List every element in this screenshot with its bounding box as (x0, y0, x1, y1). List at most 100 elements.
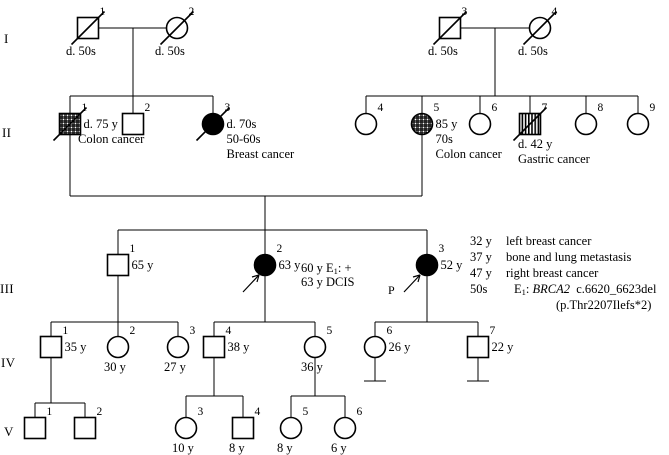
symbol-body (415, 253, 439, 277)
individual-number-i-3: 3 (461, 5, 468, 18)
symbol-body (121, 112, 145, 136)
symbol-body (466, 335, 490, 359)
individual-number-ii-6: 6 (491, 101, 498, 114)
legend-age-2: 47 y (470, 266, 492, 280)
individual-number-v-2: 2 (96, 405, 103, 418)
note-ii-3-1: 50-60s (226, 132, 261, 146)
pedigree-symbol-ii-4[interactable] (354, 112, 378, 136)
note-iii-1-0: 65 y (131, 258, 154, 272)
individual-number-v-4: 4 (254, 405, 261, 418)
symbol-body (333, 416, 357, 440)
pedigree-symbol-iii-1[interactable] (106, 253, 130, 277)
deceased-slash (159, 10, 195, 46)
individual-number-v-1: 1 (46, 405, 53, 418)
pedigree-symbol-v-2[interactable] (73, 416, 97, 440)
pedigree-symbols (23, 10, 650, 440)
pedigree-symbol-v-3[interactable] (174, 416, 198, 440)
pedigree-symbol-ii-5[interactable] (410, 112, 434, 136)
annotation-iii2-line1: 60 y E1: + (301, 261, 352, 277)
proband-marker-p: P (388, 283, 395, 297)
symbol-body (410, 112, 434, 136)
note-ii-7-0: d. 42 y (518, 136, 553, 151)
pedigree-symbol-ii-8[interactable] (574, 112, 598, 136)
deceased-slash (512, 106, 548, 142)
symbol-body (73, 416, 97, 440)
pedigree-symbol-i-3[interactable] (432, 10, 468, 46)
pedigree-symbol-ii-2[interactable] (121, 112, 145, 136)
symbol-body (23, 416, 47, 440)
pedigree-symbol-ii-9[interactable] (626, 112, 650, 136)
symbol-body (106, 253, 130, 277)
note-i-3-0: d. 50s (428, 43, 458, 58)
pedigree-symbol-ii-7[interactable] (512, 106, 548, 142)
individual-number-iv-7: 7 (489, 324, 496, 337)
note-ii-3-0: d. 70s (226, 117, 257, 131)
pedigree-symbol-v-1[interactable] (23, 416, 47, 440)
individual-number-iii-1: 1 (129, 242, 136, 255)
individual-number-iv-4: 4 (225, 324, 232, 337)
legend-event-1: bone and lung metastasis (506, 250, 632, 264)
pedigree-symbol-iii-3[interactable] (415, 253, 439, 277)
note-ii-5-0: 85 y (435, 117, 458, 131)
pedigree-symbol-v-6[interactable] (333, 416, 357, 440)
pedigree-symbol-iv-3[interactable] (166, 335, 190, 359)
note-ii-5-1: 70s (435, 132, 453, 146)
pedigree-symbol-v-5[interactable] (279, 416, 303, 440)
pedigree-symbol-ii-6[interactable] (468, 112, 492, 136)
pedigree-symbol-v-4[interactable] (231, 416, 255, 440)
note-ii-1-0: d. 75 y (83, 117, 118, 131)
individual-number-i-1: 1 (99, 5, 106, 18)
individual-number-ii-1: 1 (81, 101, 88, 114)
pedigree-symbol-ii-3[interactable] (195, 106, 231, 142)
deceased-slash (52, 106, 88, 142)
note-ii-1-1: Colon cancer (78, 132, 145, 146)
note-iv-1-0: 35 y (64, 340, 87, 354)
note-i-4-0: d. 50s (518, 43, 548, 58)
pedigree-symbol-i-4[interactable] (522, 10, 558, 46)
individual-number-ii-3: 3 (224, 101, 231, 114)
note-ii-3-2: Breast cancer (226, 147, 295, 161)
pedigree-symbol-iv-4[interactable] (202, 335, 226, 359)
symbol-body (39, 335, 63, 359)
note-iv-2-0: 30 y (104, 359, 126, 374)
deceased-slash (70, 10, 106, 46)
symbol-body (626, 112, 650, 136)
note-iv-5-0: 36 y (301, 359, 323, 374)
symbol-body (174, 416, 198, 440)
pedigree-symbol-i-1[interactable] (70, 10, 106, 46)
individual-number-iv-6: 6 (386, 324, 393, 337)
symbol-body (363, 335, 387, 359)
pedigree-symbol-iv-5[interactable] (303, 335, 327, 359)
pedigree-symbol-i-2[interactable] (159, 10, 195, 46)
mutation-event-label: E (514, 282, 522, 296)
generation-label-i: I (4, 31, 9, 46)
generation-label-iv: IV (1, 355, 16, 370)
symbol-body (468, 112, 492, 136)
pedigree-symbol-ii-1[interactable] (52, 106, 88, 142)
symbol-body (354, 112, 378, 136)
pedigree-symbol-iii-2[interactable] (253, 253, 277, 277)
symbol-body (303, 335, 327, 359)
annotation-iii2-line2: 63 y DCIS (301, 275, 355, 289)
note-iv-3-0: 27 y (164, 359, 186, 374)
note-iv-6-0: 26 y (388, 340, 411, 354)
note-iv-7-0: 22 y (491, 340, 514, 354)
symbol-body (231, 416, 255, 440)
note-iii-2-0: 63 y (278, 258, 301, 272)
legend-event-2: right breast cancer (506, 266, 599, 280)
note-v-3-0: 10 y (172, 440, 194, 455)
generation-label-iii: III (0, 281, 14, 296)
generation-label-ii: II (2, 125, 12, 140)
note-v-5-0: 8 y (277, 440, 293, 455)
pedigree-symbol-iv-7[interactable] (466, 335, 490, 359)
legend-mutation-line: E1: BRCA2 c.6620_6623del (514, 282, 656, 297)
note-i-1-0: d. 50s (66, 43, 96, 58)
note-iv-4-0: 38 y (227, 340, 250, 354)
pedigree-symbol-iv-2[interactable] (106, 335, 130, 359)
pedigree-symbol-iv-1[interactable] (39, 335, 63, 359)
pedigree-connector-lines (34, 27, 639, 418)
individual-number-iii-3: 3 (438, 242, 445, 255)
note-i-2-0: d. 50s (155, 43, 185, 58)
pedigree-symbol-iv-6[interactable] (363, 335, 387, 359)
